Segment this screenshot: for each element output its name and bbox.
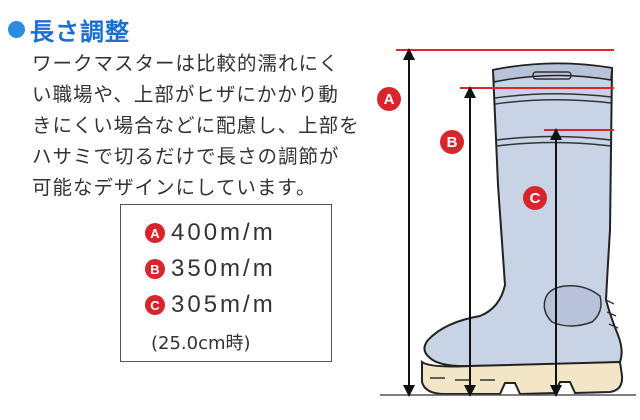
svg-text:C: C: [530, 190, 541, 207]
cut-band-upper: [494, 92, 612, 99]
cut-band-upper-2: [494, 98, 612, 105]
badge-b: B: [145, 259, 165, 279]
diagram-badge-b: B: [440, 130, 464, 154]
spec-value-c: 305m/m: [171, 291, 276, 318]
description-line: ハサミで切るだけで長さの調節が: [32, 145, 340, 168]
spec-row-a: A 400m/m: [145, 219, 276, 247]
section-heading: 長さ調整: [8, 12, 130, 47]
description-line: い職場や、上部がヒザにかかり動: [32, 83, 339, 106]
spec-box: A 400m/m B 350m/m C 305m/m (25.0cm時): [120, 204, 332, 362]
circle-bullet-icon: [8, 21, 25, 38]
diagram-badge-c: C: [523, 186, 547, 210]
heading-title: 長さ調整: [30, 18, 130, 46]
spec-row-c: C 305m/m: [145, 291, 276, 319]
diagram-badge-a: A: [377, 87, 401, 111]
description-line: きにくい場合などに配慮し、上部を: [32, 114, 360, 137]
svg-text:A: A: [384, 91, 395, 108]
boot-handle-slot: [532, 71, 572, 80]
spec-row-b: B 350m/m: [145, 255, 276, 283]
heel-notches: [605, 299, 619, 329]
spec-value-b: 350m/m: [171, 255, 276, 282]
boot-illustration: [421, 62, 624, 396]
boot-sole: [421, 360, 624, 396]
description-text: ワークマスターは比較的濡れにく い職場や、上部がヒザにかかり動 きにくい場合など…: [32, 48, 362, 203]
description-line: ワークマスターは比較的濡れにく: [32, 52, 340, 75]
svg-text:B: B: [447, 134, 458, 151]
badge-c: C: [145, 295, 165, 315]
ankle-contour: [543, 284, 602, 327]
badge-a: A: [145, 223, 165, 243]
description-line: 可能なデザインにしています。: [32, 176, 317, 199]
spec-note: (25.0cm時): [151, 333, 251, 354]
spec-value-a: 400m/m: [171, 219, 276, 246]
